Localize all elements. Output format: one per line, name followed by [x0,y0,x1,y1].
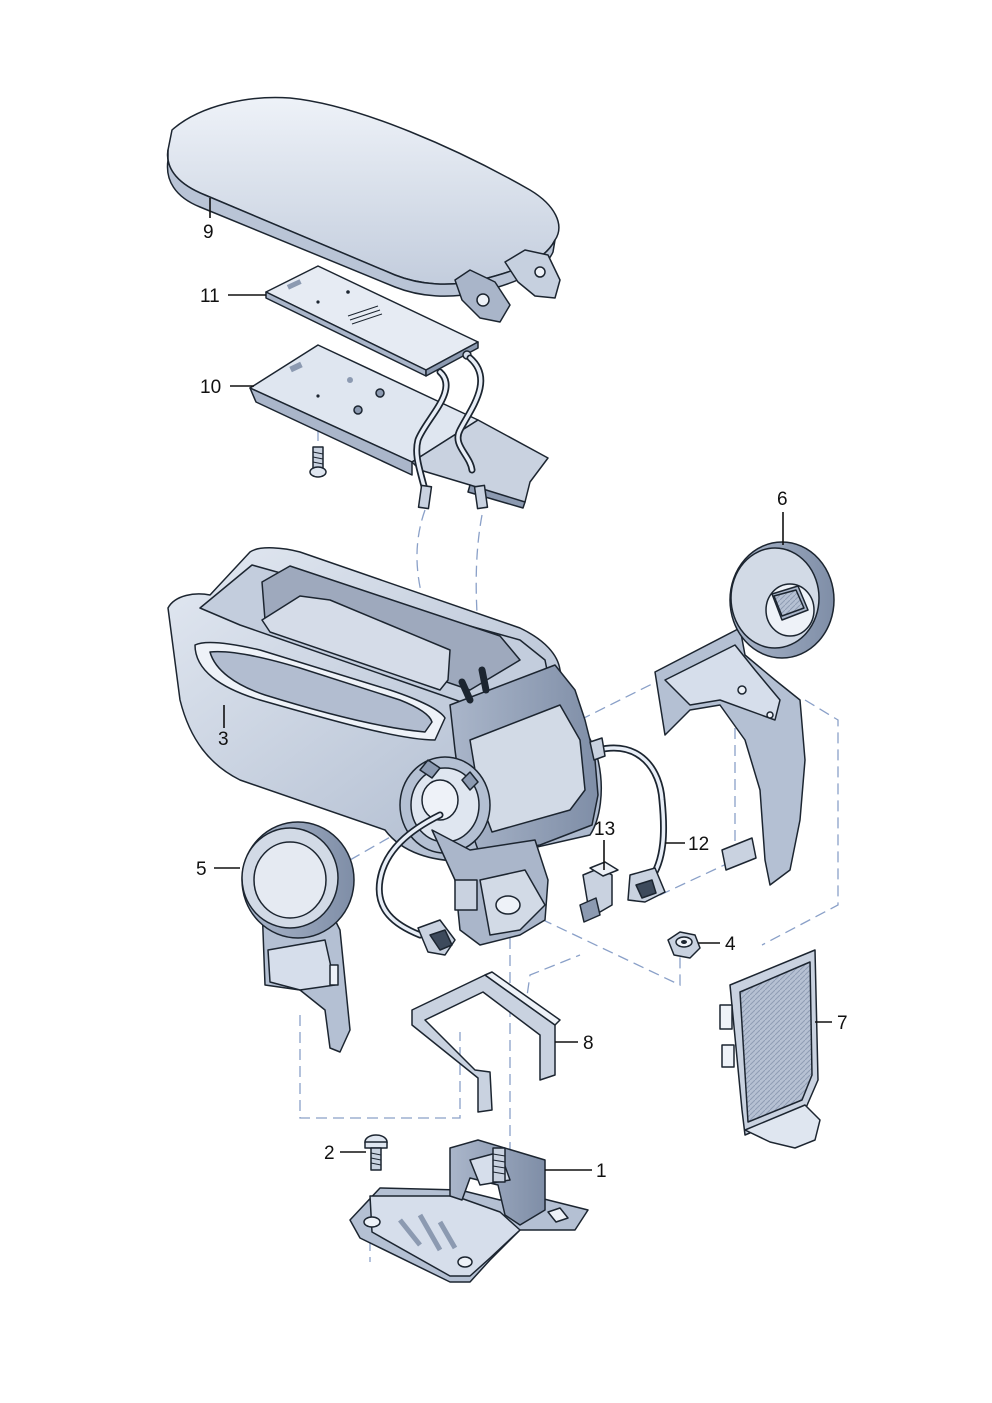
part-6-right-side-cover [654,541,835,886]
part-3-armrest-console-body [167,547,603,946]
callout-leader-lines [209,198,832,1171]
callout-labels: 9 11 10 6 3 5 13 12 4 7 8 2 1 [196,222,848,1182]
part-13-retaining-clip [579,861,619,923]
callout-1: 1 [596,1161,607,1182]
callout-2: 2 [324,1143,335,1164]
callout-9: 9 [203,222,214,243]
part-7-rear-cover-panel [719,949,821,1149]
callout-7: 7 [837,1013,848,1034]
callout-5: 5 [196,859,207,880]
part-8-support-bracket [411,971,561,1113]
callout-6: 6 [777,489,788,510]
callout-13: 13 [594,819,615,840]
part-10-storage-insert-tray [249,344,549,510]
callout-11: 11 [200,286,220,307]
callout-8: 8 [583,1033,594,1054]
part-11-lid-cover-plate [265,265,479,377]
callout-12: 12 [688,834,709,855]
part-4-hex-nut [667,931,701,959]
screw-small-icon [309,446,327,478]
callout-10: 10 [200,377,221,398]
callout-3: 3 [218,729,229,750]
part-9-armrest-lid [166,96,561,323]
part-1-mounting-base [349,1139,589,1283]
console-wiring-harness [375,811,456,956]
part-2-screw [364,1134,388,1171]
part-12-wiring-cable [589,737,668,903]
callout-4: 4 [725,934,736,955]
part-5-left-side-cover [241,821,355,1053]
